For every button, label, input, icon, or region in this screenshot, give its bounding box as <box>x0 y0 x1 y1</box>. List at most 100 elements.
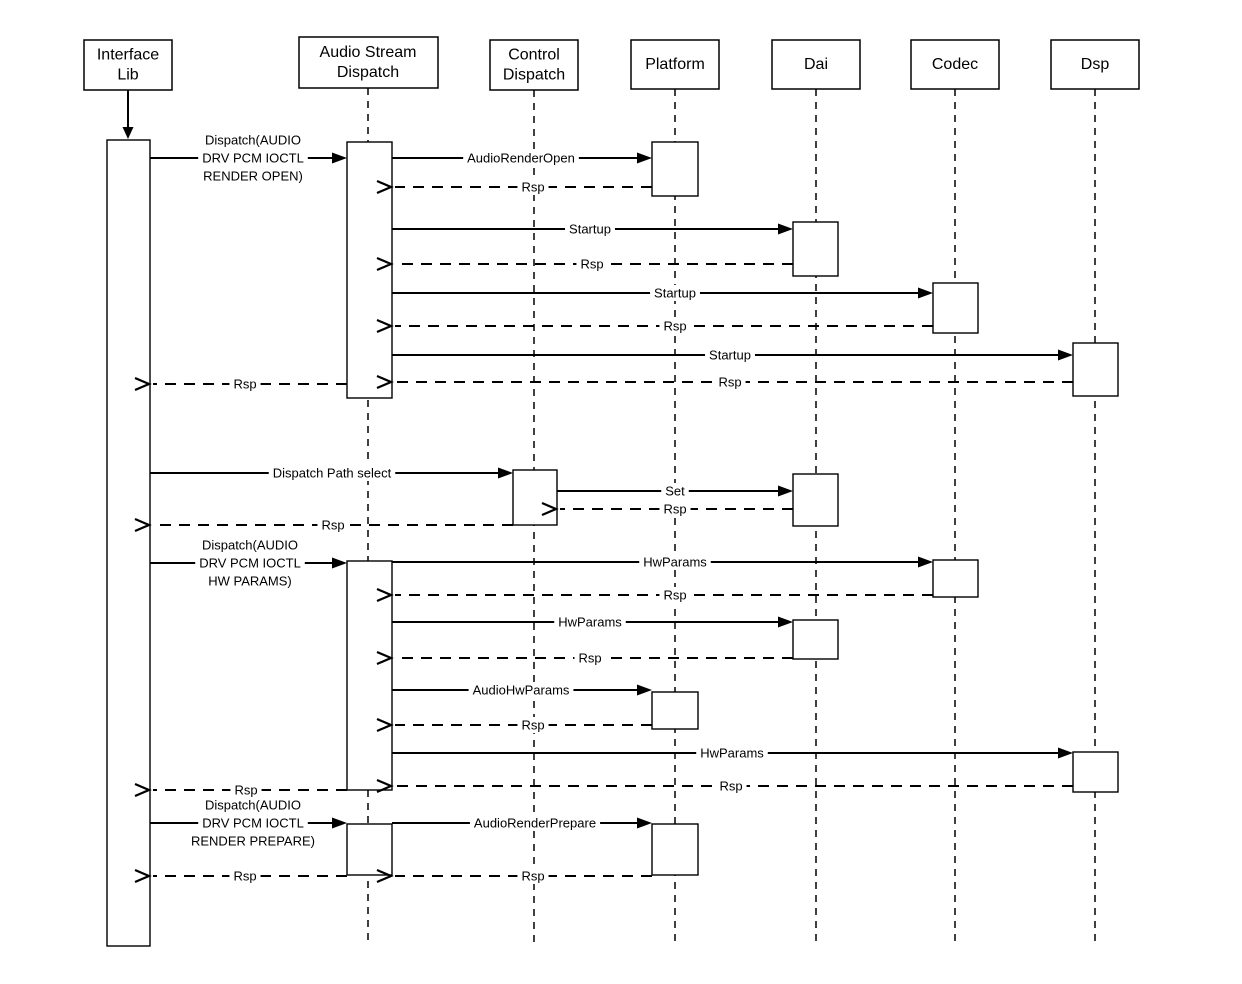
activation-platform <box>651 691 699 730</box>
open-arrowhead-rsp-codec-to-asd-2 <box>376 587 394 603</box>
open-arrowhead-rsp-platform-to-asd-3 <box>376 868 394 884</box>
activation-interface-lib <box>106 139 151 947</box>
label-bg-hwparams-codec <box>639 554 711 570</box>
arrowhead-dispatch-render-prepare <box>332 817 347 829</box>
message-label-hwparams-dsp: HwParams <box>700 746 764 761</box>
label-bg-dispatch-path-select <box>268 465 396 481</box>
label-bg-rsp-asd-to-interface-2 <box>230 782 262 798</box>
label-bg-rsp-platform-to-asd-1 <box>517 179 549 195</box>
label-bg-rsp-asd-to-interface-1 <box>229 376 261 392</box>
arrowhead-startup-dsp <box>1058 349 1073 361</box>
open-arrowhead-rsp-dsp-to-asd-2 <box>376 778 394 794</box>
open-arrowhead-rsp-asd-to-interface-2 <box>134 782 152 798</box>
actor-label-audio-stream-dispatch: Audio Stream <box>320 44 417 61</box>
message-label-dispatch-render-open: DRV PCM IOCTL <box>202 151 304 166</box>
activation-dai <box>792 473 839 527</box>
open-arrowhead-rsp-asd-to-interface-3 <box>134 868 152 884</box>
activation-control-dispatch <box>512 469 558 526</box>
arrowhead-dispatch-hw-params <box>332 557 347 569</box>
label-bg-audio-hwparams-platform <box>468 682 574 698</box>
message-label-rsp-codec-to-asd-1: Rsp <box>663 319 686 334</box>
message-label-audio-render-open: AudioRenderOpen <box>467 151 575 166</box>
open-arrowhead-rsp-dsp-to-asd-1 <box>376 374 394 390</box>
message-label-rsp-asd-to-interface-1: Rsp <box>233 377 256 392</box>
label-bg-dispatch-hw-params <box>197 537 303 553</box>
message-label-rsp-cd-to-interface: Rsp <box>321 518 344 533</box>
open-arrowhead-rsp-platform-to-asd-2 <box>376 717 394 733</box>
activation-codec <box>932 559 979 598</box>
label-bg-dispatch-hw-params <box>204 573 296 589</box>
label-bg-startup-dsp <box>705 347 755 363</box>
open-arrowhead-rsp-dai-to-asd-1 <box>376 256 394 272</box>
message-label-audio-hwparams-platform: AudioHwParams <box>473 683 570 698</box>
open-arrowhead-rsp-dai-to-asd-2 <box>376 650 394 666</box>
actor-box-dsp <box>1050 39 1140 90</box>
start-arrowhead <box>122 127 134 139</box>
message-label-rsp-platform-to-asd-2: Rsp <box>521 718 544 733</box>
activation-dai <box>792 221 839 277</box>
label-bg-dispatch-render-open <box>200 132 306 148</box>
actor-box-audio-stream-dispatch <box>298 36 439 89</box>
label-bg-rsp-codec-to-asd-1 <box>659 318 691 334</box>
label-bg-startup-codec <box>650 285 700 301</box>
message-label-rsp-asd-to-interface-3: Rsp <box>233 869 256 884</box>
open-arrowhead-rsp-cd-to-interface <box>134 517 152 533</box>
label-bg-dispatch-render-prepare <box>200 797 306 813</box>
message-label-rsp-asd-to-interface-2: Rsp <box>234 783 257 798</box>
arrowhead-set-dai <box>778 485 793 497</box>
actor-label-platform: Platform <box>645 56 705 73</box>
arrowhead-startup-codec <box>918 287 933 299</box>
message-label-startup-codec: Startup <box>654 286 696 301</box>
arrowhead-startup-dai <box>778 223 793 235</box>
message-label-dispatch-render-prepare: Dispatch(AUDIO <box>205 798 301 813</box>
open-arrowhead-rsp-platform-to-asd-1 <box>376 179 394 195</box>
message-label-hwparams-dai: HwParams <box>558 615 622 630</box>
message-label-rsp-codec-to-asd-2: Rsp <box>663 588 686 603</box>
label-bg-rsp-asd-to-interface-3 <box>229 868 261 884</box>
actor-box-platform <box>630 39 720 90</box>
actor-label-interface-lib: Lib <box>117 67 138 84</box>
label-bg-rsp-dsp-to-asd-2 <box>715 778 747 794</box>
message-label-rsp-dai-to-asd-2: Rsp <box>578 651 601 666</box>
label-bg-hwparams-dsp <box>696 745 768 761</box>
label-bg-rsp-platform-to-asd-3 <box>517 868 549 884</box>
message-label-set-dai: Set <box>665 484 685 499</box>
label-bg-rsp-platform-to-asd-2 <box>517 717 549 733</box>
arrowhead-hwparams-codec <box>918 556 933 568</box>
actor-box-interface-lib <box>83 39 173 91</box>
message-label-startup-dsp: Startup <box>709 348 751 363</box>
message-label-dispatch-hw-params: HW PARAMS) <box>208 574 292 589</box>
label-bg-rsp-codec-to-asd-2 <box>659 587 691 603</box>
message-label-rsp-dai-to-cd: Rsp <box>663 502 686 517</box>
activation-audio-stream-dispatch <box>346 141 393 399</box>
activation-codec <box>932 282 979 334</box>
message-label-dispatch-path-select: Dispatch Path select <box>273 466 392 481</box>
actor-label-control-dispatch: Dispatch <box>503 67 565 84</box>
message-label-rsp-dsp-to-asd-1: Rsp <box>718 375 741 390</box>
activation-audio-stream-dispatch <box>346 823 393 876</box>
actor-label-dai: Dai <box>804 56 828 73</box>
message-label-rsp-platform-to-asd-1: Rsp <box>521 180 544 195</box>
actor-label-dsp: Dsp <box>1081 56 1110 73</box>
label-bg-audio-render-open <box>463 150 579 166</box>
label-bg-startup-dai <box>565 221 615 237</box>
message-label-dispatch-hw-params: DRV PCM IOCTL <box>199 556 301 571</box>
arrowhead-hwparams-dai <box>778 616 793 628</box>
label-bg-rsp-dsp-to-asd-1 <box>714 374 746 390</box>
open-arrowhead-rsp-asd-to-interface-1 <box>134 376 152 392</box>
activation-platform <box>651 823 699 876</box>
actor-label-control-dispatch: Control <box>508 47 560 64</box>
actor-box-codec <box>910 39 1000 90</box>
label-bg-dispatch-hw-params <box>195 555 305 571</box>
open-arrowhead-rsp-dai-to-cd <box>541 501 559 517</box>
activation-dai <box>792 619 839 660</box>
arrowhead-audio-hwparams-platform <box>637 684 652 696</box>
message-label-dispatch-render-open: RENDER OPEN) <box>203 169 303 184</box>
arrowhead-audio-render-open <box>637 152 652 164</box>
label-bg-set-dai <box>661 483 689 499</box>
label-bg-rsp-dai-to-asd-1 <box>576 256 608 272</box>
label-bg-dispatch-render-prepare <box>186 833 320 849</box>
message-label-audio-render-prepare: AudioRenderPrepare <box>474 816 596 831</box>
